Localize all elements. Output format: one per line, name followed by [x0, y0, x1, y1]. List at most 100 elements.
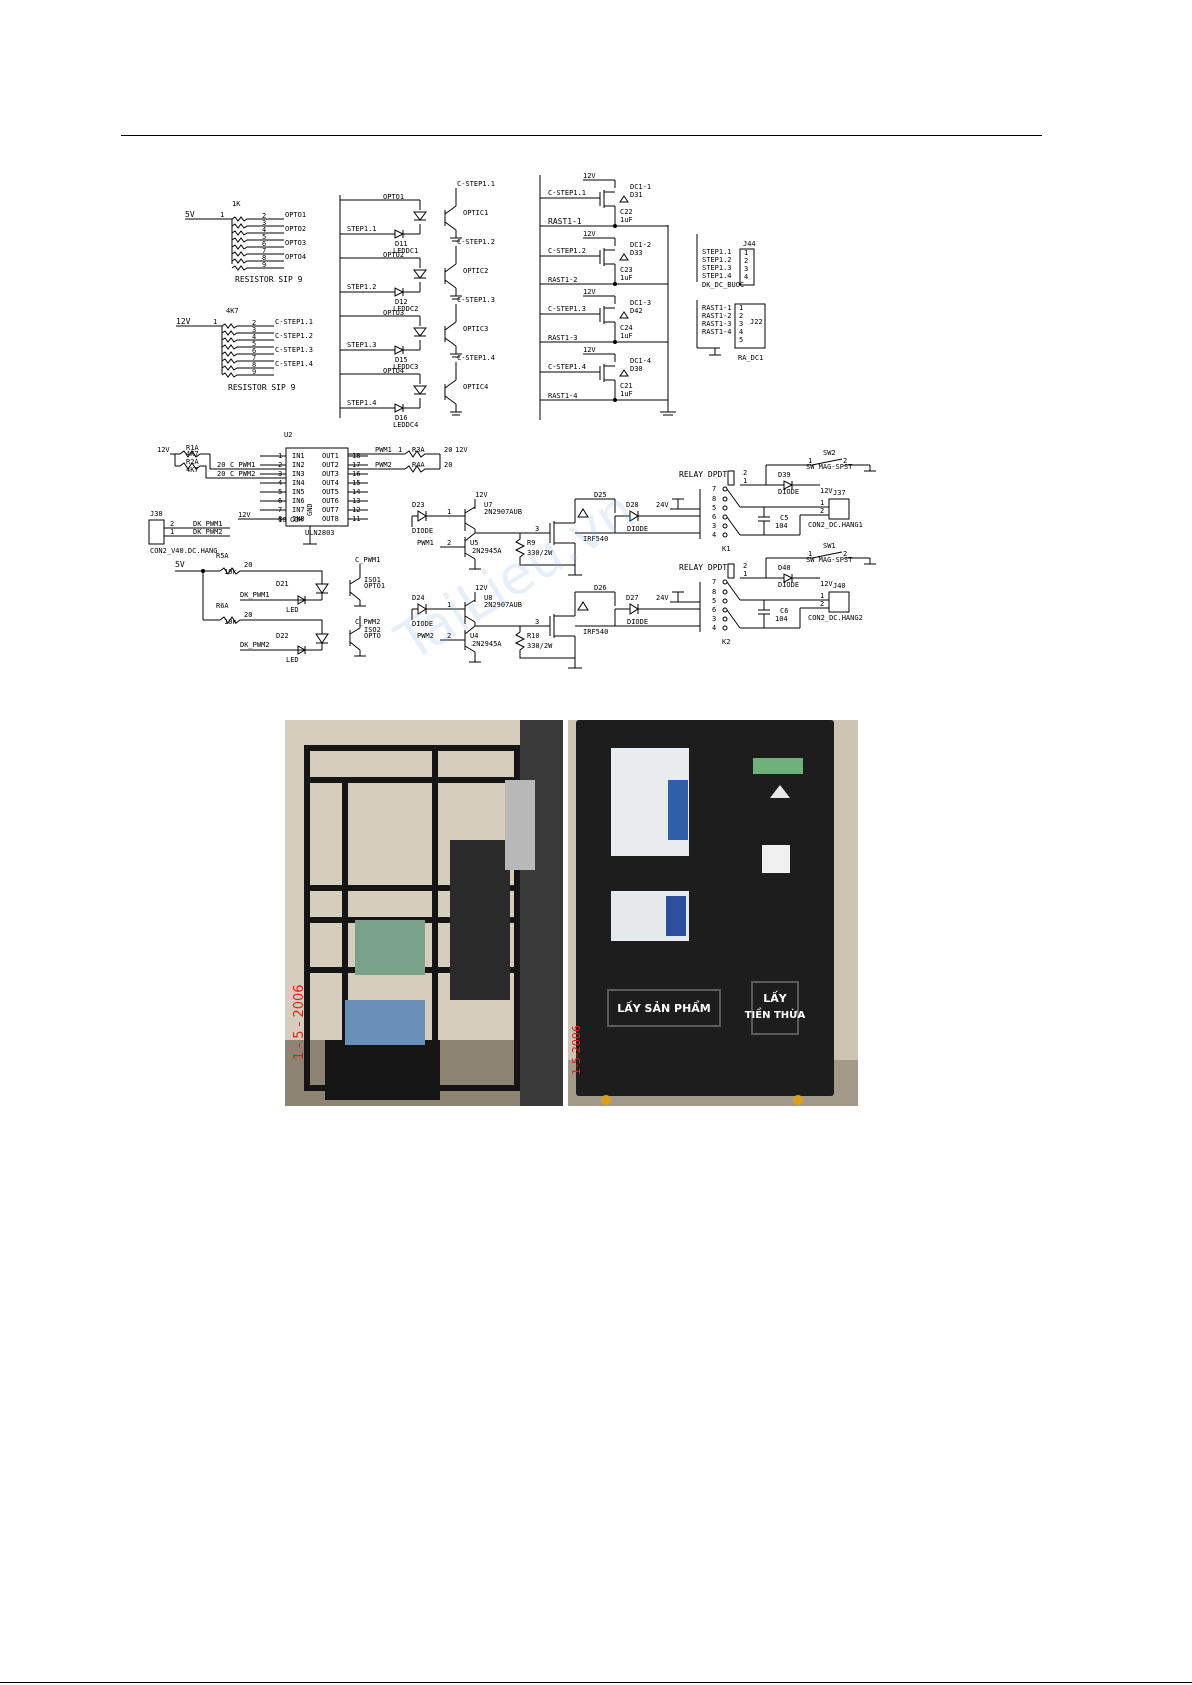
wire — [444, 321, 457, 331]
relay-contact — [722, 616, 728, 622]
resistor_sip_1-pin-2: 2 — [262, 212, 266, 220]
uln-r1-val: 4K7 — [186, 450, 199, 458]
j44-pin-4: STEP1.4 — [702, 272, 732, 280]
sip-resistor — [221, 358, 274, 364]
relay-contact — [722, 505, 728, 511]
wire — [726, 609, 741, 629]
drv-relay-v-1: 24V — [656, 501, 669, 509]
uln-r1: R1A — [186, 444, 199, 452]
resistor_sip_1-pin-7: 7 — [262, 247, 266, 255]
drv-fet-1: IRF540 — [583, 535, 608, 543]
mos-cap-1: C22 — [620, 208, 633, 216]
mos-cstep-4: C-STEP1.4 — [548, 363, 586, 371]
resistor_sip_2-pin-3: 3 — [252, 326, 256, 334]
mos-cap-3: C24 — [620, 324, 633, 332]
mos-diode-1: D31 — [630, 191, 643, 199]
drv-sw-label-2: SW MAG-SPST — [806, 556, 853, 564]
wire — [464, 552, 476, 560]
uln-r2: R2A — [186, 458, 199, 466]
opto-led-4: LEDDC4 — [393, 421, 418, 429]
junction — [613, 224, 617, 228]
uln-part: ULN2803 — [305, 529, 335, 537]
uln-in-2: IN2 — [292, 461, 305, 469]
opto-diode-4: D16 — [395, 414, 408, 422]
resistor_sip_2-pin-6: 6 — [252, 347, 256, 355]
uln-out-vcc: 12V — [455, 446, 468, 454]
opto-in-out-1: C_PWM1 — [355, 556, 380, 564]
sip-resistor — [231, 223, 284, 229]
mos-cap-2: C23 — [620, 266, 633, 274]
drv-vcc-1: 12V — [475, 491, 488, 499]
mos-diode-3: D42 — [630, 307, 643, 315]
uln-out-1: OUT1 — [322, 452, 339, 460]
drv-coil-pin-2-1: 2 — [743, 469, 747, 477]
relay-contact — [722, 625, 728, 631]
junction — [613, 340, 617, 344]
drv-dfree-2: D27 — [626, 594, 639, 602]
drv-vcc-2: 12V — [475, 584, 488, 592]
take-change-label-1: LẤY — [763, 990, 788, 1005]
drv-qpnp-2: U8 — [484, 594, 492, 602]
sip2-input: 12V — [176, 317, 191, 326]
resistor_sip_2-pin-8: 8 — [252, 361, 256, 369]
uln-gnd: GND — [306, 503, 314, 516]
sip1-value: 1K — [232, 200, 241, 208]
j44-num-3: 3 — [744, 265, 748, 273]
drv-relay-pin-1-5: 4 — [712, 531, 716, 539]
drv-qnpn-2: U4 — [470, 632, 478, 640]
opto-led-2: LEDDC2 — [393, 305, 418, 313]
drv-conn-label-1: CON2_DC.HANG1 — [808, 521, 863, 529]
relay-contact — [722, 496, 728, 502]
drv-dsw-1: D39 — [778, 471, 791, 479]
j22-num-2: 2 — [739, 312, 743, 320]
mos-rast-3: RAST1-3 — [548, 334, 578, 342]
mos-cap-val-3: 1uF — [620, 332, 633, 340]
j22-num-1: 1 — [739, 304, 743, 312]
j38-label: CON2_V40.DC.HANG — [150, 547, 217, 555]
drv-qpnp-1: U7 — [484, 501, 492, 509]
sip2-name: RESISTOR SIP 9 — [228, 383, 296, 392]
diode-symbol — [394, 287, 405, 297]
wire — [444, 205, 457, 215]
sip-resistor — [221, 330, 274, 336]
drv-fet-diode-2: D26 — [594, 584, 607, 592]
drv-dfree-label-2: DIODE — [627, 618, 648, 626]
uln-out-8: OUT8 — [322, 515, 339, 523]
drv-coil-pin-2-2: 2 — [743, 562, 747, 570]
j38-net-2: DK_PWM2 — [193, 528, 223, 536]
opto-ic-2: OPTIC2 — [463, 267, 488, 275]
sip-resistor — [221, 351, 274, 357]
j22-num-4: 4 — [739, 328, 743, 336]
drv-conn-2: J40 — [833, 582, 846, 590]
connector-j22: RAST1-1 RAST1-2 RAST1-3 RAST1-4 1 2 3 4 … — [696, 300, 766, 362]
mos-cstep-2: C-STEP1.2 — [548, 247, 586, 255]
mos-cap-val-2: 1uF — [620, 274, 633, 282]
drv-dsw-2: D40 — [778, 564, 791, 572]
sip1-out-3: OPTO3 — [285, 239, 306, 247]
wire — [464, 615, 476, 623]
drv-diode-in-2: D24 — [412, 594, 425, 602]
mos-cap-4: C21 — [620, 382, 633, 390]
j38-net-1: DK_PWM1 — [193, 520, 223, 528]
drv-qnpn-1: U5 — [470, 539, 478, 547]
j22-label: RA_DC1 — [738, 354, 763, 362]
drv-relay-label-2: RELAY DPDT — [679, 563, 727, 572]
uln-out-net-2: PWM2 — [375, 461, 392, 469]
sip-resistor — [221, 365, 274, 371]
drv-pin3-1: 3 — [535, 525, 539, 533]
drv-sw-pin2-2: 2 — [843, 550, 847, 558]
vending-cabinet-photo: LẤY SẢN PHẨM LẤY TIỀN THỪA 1-5-2006 — [568, 720, 858, 1106]
drv-pin1-1: 1 — [447, 508, 451, 516]
j22-pin-4: RAST1-4 — [702, 328, 732, 336]
j44-name: J44 — [743, 240, 756, 248]
opto-in-iso-2: ISO2 — [364, 626, 381, 634]
mos-cap-val-4: 1uF — [620, 390, 633, 398]
wire — [464, 506, 476, 514]
uln-out-2: OUT2 — [322, 461, 339, 469]
sip1-out-4: OPTO4 — [285, 253, 306, 261]
sip2-out-4: C-STEP1.4 — [275, 360, 313, 368]
j38-name: J38 — [150, 510, 163, 518]
